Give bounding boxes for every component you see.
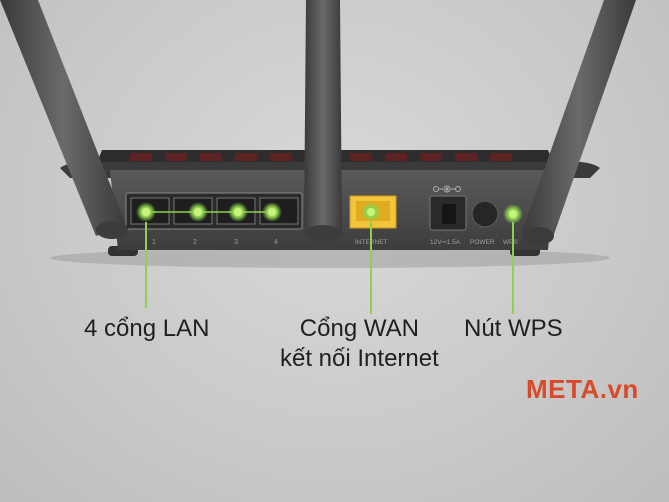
wps-callout-label: Nút WPS <box>464 315 563 342</box>
meta-watermark: META.vn <box>526 374 639 404</box>
wan-marker <box>367 208 375 216</box>
port-number-1: 1 <box>152 239 156 246</box>
router-shadow <box>50 248 610 268</box>
antenna-right <box>522 0 636 240</box>
wps-marker <box>509 210 517 218</box>
wan-callout-line1: Cổng WAN <box>299 315 419 342</box>
port-number-3: 3 <box>234 239 238 246</box>
wps-button-label: WPS <box>503 239 518 246</box>
antenna-center-base <box>304 225 342 241</box>
power-button <box>471 200 499 228</box>
antenna-right-base <box>522 227 554 245</box>
lan-callout-label: 4 cổng LAN <box>84 315 210 342</box>
lan-port-numbers: 1 2 3 4 <box>152 239 278 246</box>
power-jack <box>442 204 456 224</box>
port-number-4: 4 <box>274 239 278 246</box>
antenna-left <box>0 0 126 236</box>
wan-callout-line2: kết nối Internet <box>280 345 439 372</box>
polarity-icon <box>433 185 461 193</box>
lan-port-block <box>125 192 303 230</box>
vent-slots <box>130 153 512 161</box>
port-number-2: 2 <box>193 239 197 246</box>
power-button-label: POWER <box>470 239 495 246</box>
wan-callout-label: Cổng WAN kết nối Internet <box>280 314 439 374</box>
antenna-left-base <box>96 221 128 239</box>
power-rating-label: 12V⎓1.5A <box>430 239 461 246</box>
lan-markers <box>136 202 282 222</box>
antenna-center <box>304 0 342 232</box>
